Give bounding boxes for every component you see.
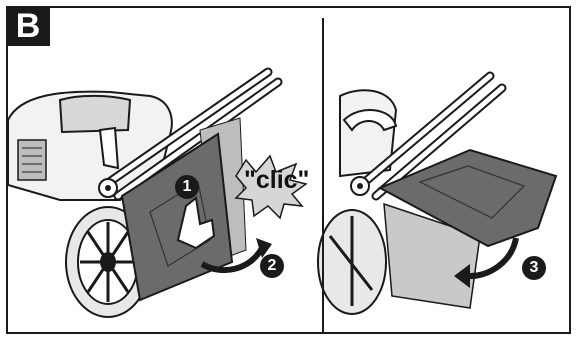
section-label: B	[6, 6, 50, 46]
mower-motor-cover	[60, 96, 130, 132]
rear-wheel-right	[318, 210, 386, 314]
handle-grip	[100, 128, 118, 168]
click-sound-label: "clic"	[244, 166, 309, 195]
step-3-badge: 3	[522, 256, 546, 280]
step-2-badge: 2	[260, 254, 284, 278]
right-mower-scene	[318, 76, 556, 314]
panel-divider	[322, 18, 324, 334]
step-1-badge: 1	[175, 175, 199, 199]
mower-vent	[18, 140, 46, 180]
